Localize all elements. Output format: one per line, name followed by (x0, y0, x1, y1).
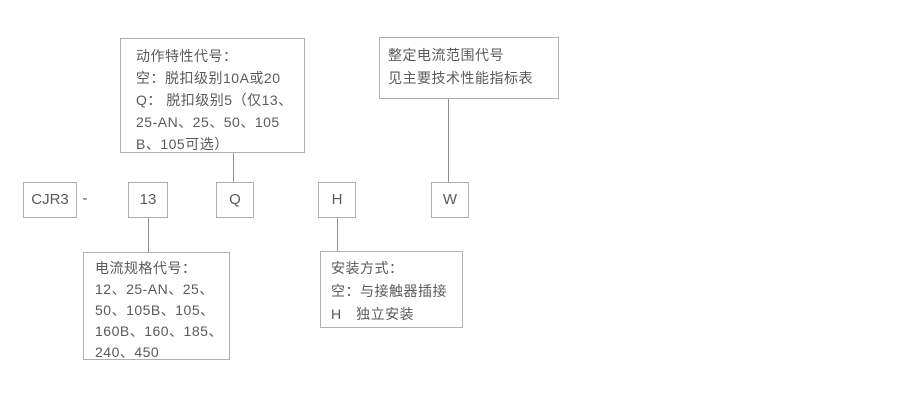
connector-h-to-mounting (337, 218, 338, 251)
callout-text-line: B、105可选） (136, 136, 229, 152)
connector-action-to-q (233, 153, 234, 182)
connector-range-to-w (448, 99, 449, 182)
setting-range-code-box: W (431, 182, 469, 218)
callout-text-line: 空：脱扣级别10A或20 (136, 70, 281, 86)
callout-text-line: 50、105B、105、 (95, 302, 215, 318)
action-characteristic-code-box: Q (216, 182, 254, 218)
connector-13-to-current-spec (148, 218, 149, 252)
mounting-method-callout: 安装方式： 空：与接触器插接 H 独立安装 (320, 251, 463, 328)
setting-current-range-callout: 整定电流范围代号 见主要技术性能指标表 (379, 37, 559, 99)
callout-text-line: 25-AN、25、50、105 (136, 114, 280, 130)
callout-text-line: 电流规格代号： (95, 260, 197, 276)
separator-dash: - (82, 190, 88, 207)
callout-text-line: 240、450 (95, 344, 160, 360)
callout-text-line: 整定电流范围代号 (388, 47, 504, 63)
current-spec-callout: 电流规格代号： 12、25-AN、25、 50、105B、105、 160B、1… (83, 252, 230, 360)
callout-text-line: 动作特性代号： (136, 48, 238, 64)
current-spec-code-box: 13 (128, 182, 168, 218)
callout-text-line: 空：与接触器插接 (331, 283, 447, 299)
callout-text-line: 160B、160、185、 (95, 323, 223, 339)
callout-text-line: H 独立安装 (331, 306, 415, 322)
callout-text-line: 见主要技术性能指标表 (388, 70, 533, 86)
callout-text-line: 安装方式： (331, 260, 404, 276)
callout-text-line: Q： 脱扣级别5（仅13、 (136, 92, 293, 108)
callout-text-line: 12、25-AN、25、 (95, 281, 214, 297)
action-characteristic-callout: 动作特性代号： 空：脱扣级别10A或20 Q： 脱扣级别5（仅13、 25-AN… (120, 38, 305, 153)
series-code-box: CJR3 (23, 182, 77, 218)
mounting-code-box: H (318, 182, 356, 218)
